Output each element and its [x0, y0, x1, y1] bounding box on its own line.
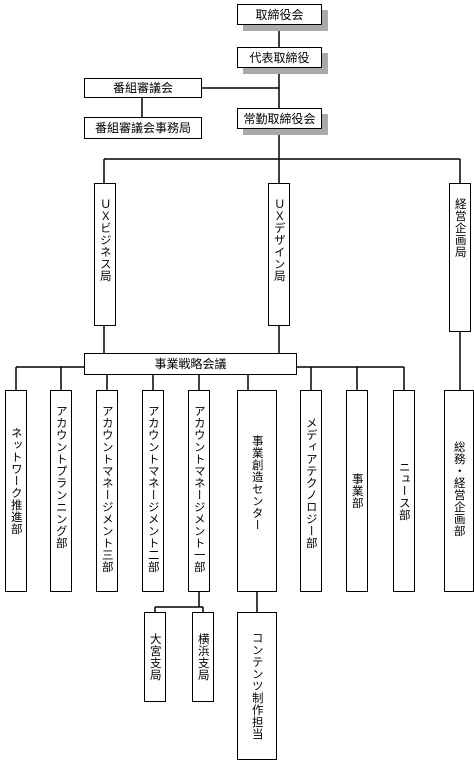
general-affairs-dept-label: 総務・経営企画部: [452, 441, 467, 537]
executive-board-box: 常勤取締役会: [237, 108, 322, 129]
omiya-branch-label: 大宮支局: [148, 633, 163, 681]
board-box: 取締役会: [237, 4, 322, 25]
board-label: 取締役会: [255, 7, 304, 22]
ux-design-bureau-label: ＵＸデザイン局: [272, 198, 287, 282]
business-dept-box: 事業部: [346, 390, 368, 592]
strategy-meeting-box: 事業戦略会議: [84, 353, 297, 375]
program-council-label: 番組審議会: [112, 81, 173, 95]
yokohama-branch-box: 横浜支局: [192, 612, 214, 702]
news-dept-box: ニュース部: [393, 390, 415, 592]
account-mgmt-3-dept-label: アカウントマネージメント三部: [100, 405, 115, 573]
account-mgmt-3-dept-box: アカウントマネージメント三部: [96, 390, 118, 592]
contents-production-box: コンテンツ制作担当: [237, 612, 277, 760]
media-tech-dept-box: メディアテクノロジー部: [300, 390, 322, 592]
corporate-planning-bureau-box: 経営企画局: [449, 183, 471, 332]
representative-label: 代表取締役: [249, 50, 310, 65]
ux-business-bureau-box: ＵＸビジネス局: [94, 183, 116, 326]
network-dept-label: ネットワーク推進部: [9, 427, 24, 535]
news-dept-label: ニュース部: [397, 461, 412, 521]
program-council-box: 番組審議会: [84, 78, 202, 98]
general-affairs-dept-box: 総務・経営企画部: [444, 390, 474, 592]
yokohama-branch-label: 横浜支局: [196, 633, 211, 681]
contents-production-label: コンテンツ制作担当: [250, 632, 265, 740]
program-council-office-box: 番組審議会事務局: [84, 117, 202, 139]
account-mgmt-2-dept-label: アカウントマネージメント二部: [146, 405, 161, 573]
corporate-planning-bureau-label: 経営企画局: [453, 198, 468, 258]
business-creation-center-label: 事業創造センター: [250, 435, 265, 531]
media-tech-dept-label: メディアテクノロジー部: [304, 417, 319, 549]
business-dept-label: 事業部: [350, 473, 365, 509]
network-dept-box: ネットワーク推進部: [5, 390, 27, 592]
omiya-branch-box: 大宮支局: [144, 612, 166, 702]
executive-board-label: 常勤取締役会: [243, 111, 316, 126]
representative-box: 代表取締役: [237, 47, 322, 68]
account-planning-dept-label: アカウントプランニング部: [54, 405, 69, 549]
strategy-meeting-label: 事業戦略会議: [154, 357, 227, 371]
program-council-office-label: 番組審議会事務局: [94, 121, 191, 135]
business-creation-center-box: 事業創造センター: [237, 390, 277, 592]
ux-design-bureau-box: ＵＸデザイン局: [268, 183, 290, 326]
account-mgmt-1-dept-box: アカウントマネージメント一部: [188, 390, 210, 592]
account-mgmt-2-dept-box: アカウントマネージメント二部: [142, 390, 164, 592]
account-planning-dept-box: アカウントプランニング部: [50, 390, 72, 592]
account-mgmt-1-dept-label: アカウントマネージメント一部: [192, 405, 207, 573]
ux-business-bureau-label: ＵＸビジネス局: [98, 198, 113, 282]
